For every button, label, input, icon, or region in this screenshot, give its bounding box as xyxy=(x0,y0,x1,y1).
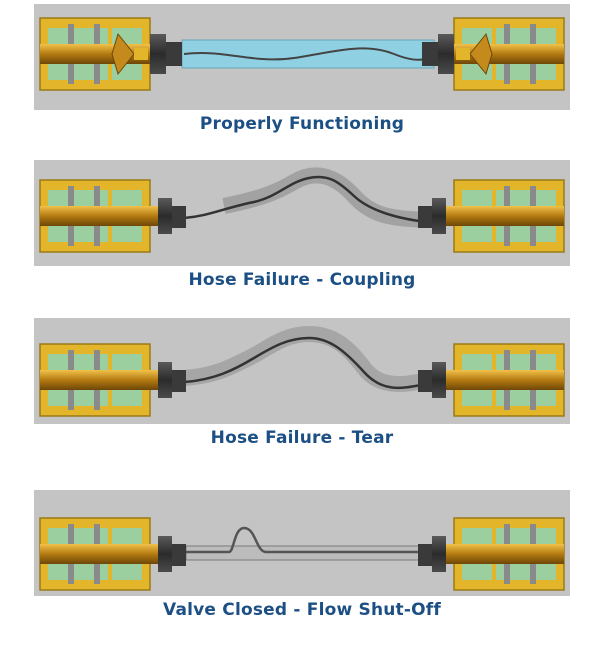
left-fuse xyxy=(39,517,186,591)
coupling-failure-diagram xyxy=(34,160,570,266)
valve-closed-diagram xyxy=(34,490,570,596)
left-fuse xyxy=(39,17,182,91)
hose-wire xyxy=(183,47,435,61)
right-fuse xyxy=(418,179,565,253)
diagram-panel-coupling-failure: Hose Failure - Coupling xyxy=(34,160,570,290)
tear-diagram xyxy=(34,318,570,424)
left-fuse xyxy=(39,179,186,253)
caption-valve-closed: Valve Closed - Flow Shut-Off xyxy=(163,600,441,620)
caption-normal: Properly Functioning xyxy=(199,114,405,134)
hose-wire xyxy=(183,175,427,224)
diagram-panel-valve-closed: Valve Closed - Flow Shut-Off xyxy=(34,490,570,620)
right-fuse xyxy=(422,17,565,91)
normal-diagram xyxy=(34,4,570,110)
diagram-panel-normal: Properly Functioning xyxy=(34,4,570,134)
left-fuse xyxy=(39,343,186,417)
caption-coupling-failure: Hose Failure - Coupling xyxy=(188,270,416,290)
hose-wire xyxy=(183,336,427,390)
diagram-panel-tear: Hose Failure - Tear xyxy=(34,318,570,448)
hose-wire-kinked xyxy=(184,526,426,554)
caption-tear: Hose Failure - Tear xyxy=(210,428,394,448)
right-fuse xyxy=(418,517,565,591)
torn-hose xyxy=(183,325,429,393)
right-fuse xyxy=(418,343,565,417)
